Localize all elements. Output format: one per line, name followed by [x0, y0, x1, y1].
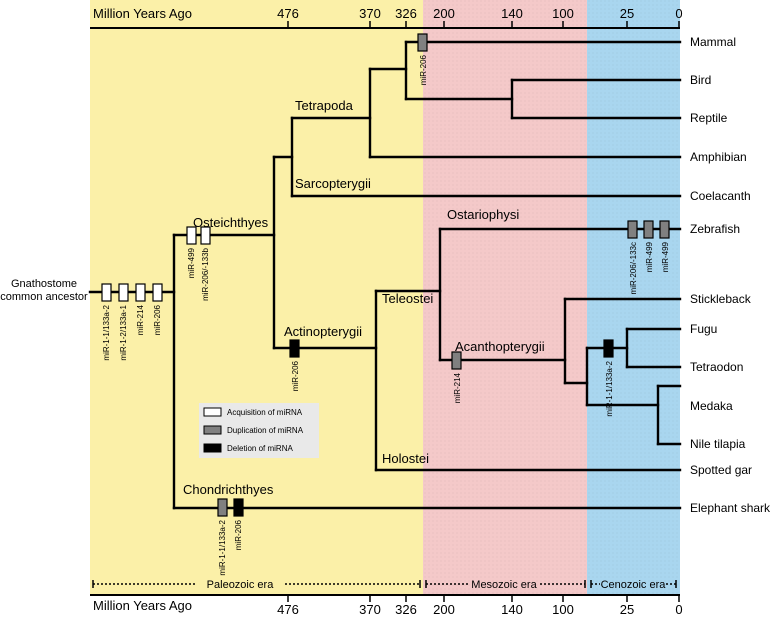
top-tick-label: 326 [395, 6, 417, 21]
taxon-label: Mammal [690, 35, 736, 49]
legend-swatch-duplication [203, 425, 222, 435]
legend: Acquisition of miRNA Duplication of miRN… [199, 403, 319, 458]
top-tick-label: 476 [277, 6, 299, 21]
taxon-label: Bird [690, 73, 711, 87]
top-axis-label: Million Years Ago [93, 6, 192, 21]
taxon-label: Stickleback [690, 292, 752, 306]
mirna-label: miR-206 [234, 519, 243, 550]
clade-label-ostariophysi: Ostariophysi [447, 207, 519, 222]
bottom-axis-label: Million Years Ago [93, 598, 192, 613]
root-label: common ancestor [0, 291, 88, 303]
top-tick-label: 100 [552, 6, 574, 21]
bottom-tick-label: 326 [395, 602, 417, 616]
mirna-label: miR-1-1/133a-2 [102, 304, 111, 360]
mirna-label: miR-214 [136, 304, 145, 335]
legend-label-deletion: Deletion of miRNA [227, 444, 293, 453]
acquisition-marker [101, 283, 112, 302]
mirna-label: miR-206/-133b [201, 247, 210, 300]
mirna-label: miR-206/-133c [629, 242, 638, 294]
taxon-label: Medaka [690, 399, 733, 413]
taxon-label: Elephant shark [690, 501, 771, 515]
duplication-marker [451, 351, 462, 370]
mirna-markers [101, 33, 670, 517]
top-tick-label: 370 [359, 6, 381, 21]
top-tick-label: 0 [675, 6, 682, 21]
mirna-label: miR-206 [419, 54, 428, 85]
deletion-marker [233, 498, 244, 517]
top-tick-label: 25 [620, 6, 634, 21]
deletion-marker [603, 339, 614, 358]
mirna-label: miR-1-1/133a-2 [605, 360, 614, 416]
duplication-marker [659, 220, 670, 239]
mirna-label: miR-499 [645, 241, 654, 272]
clade-label-actinopterygii: Actinopterygii [284, 324, 362, 339]
legend-swatch-acquisition [203, 407, 222, 417]
legend-label-acquisition: Acquisition of miRNA [227, 408, 303, 417]
clade-label-osteichthyes: Osteichthyes [193, 215, 269, 230]
mirna-label: miR-499 [187, 247, 196, 278]
root-label: Gnathostome [11, 278, 77, 290]
clade-label-sarcopterygii: Sarcopterygii [295, 176, 371, 191]
taxon-label: Coelacanth [690, 189, 751, 203]
duplication-marker [627, 220, 638, 239]
bottom-tick-label: 100 [552, 602, 574, 616]
acquisition-marker [200, 226, 211, 245]
phylogenetic-tree [88, 40, 682, 510]
taxon-label: Nile tilapia [690, 437, 746, 451]
taxon-label: Zebrafish [690, 222, 740, 236]
bottom-tick-label: 476 [277, 602, 299, 616]
top-axis: Million Years Ago 476 370 326 200 140 10… [90, 6, 683, 29]
taxon-label: Spotted gar [690, 463, 752, 477]
clade-label-holostei: Holostei [382, 451, 429, 466]
legend-label-duplication: Duplication of miRNA [227, 426, 304, 435]
era-label-cenozoic: Cenozoic era [601, 579, 667, 591]
acquisition-marker [135, 283, 146, 302]
taxon-label: Tetraodon [690, 360, 743, 374]
clade-label-acanthopterygii: Acanthopterygii [455, 339, 545, 354]
clade-label-tetrapoda: Tetrapoda [295, 98, 354, 113]
top-tick-label: 200 [433, 6, 455, 21]
deletion-marker [289, 339, 300, 358]
bottom-tick-label: 370 [359, 602, 381, 616]
acquisition-marker [118, 283, 129, 302]
duplication-marker [417, 33, 428, 52]
clade-label-chondrichthyes: Chondrichthyes [183, 482, 274, 497]
bottom-axis: Million Years Ago 476 370 326 200 140 10… [90, 594, 683, 617]
taxon-label: Amphibian [690, 150, 747, 164]
era-label-paleozoic: Paleozoic era [207, 579, 275, 591]
top-tick-label: 140 [501, 6, 523, 21]
mirna-label: miR-1-1/133a-2 [218, 519, 227, 575]
bottom-tick-label: 25 [620, 602, 634, 616]
era-bracket: Paleozoic era Mesozoic era Cenozoic era [92, 579, 677, 591]
era-label-mesozoic: Mesozoic era [471, 579, 537, 591]
mirna-label: miR-206 [153, 304, 162, 335]
clade-label-teleostei: Teleostei [382, 291, 433, 306]
mirna-label: miR-206 [291, 360, 300, 391]
legend-swatch-deletion [203, 443, 222, 453]
taxon-label: Fugu [690, 322, 717, 336]
mirna-label: miR-499 [661, 241, 670, 272]
bottom-tick-label: 0 [675, 602, 682, 616]
mirna-label: miR-214 [453, 372, 462, 403]
acquisition-marker [186, 226, 197, 245]
taxon-label: Reptile [690, 111, 728, 125]
bottom-tick-label: 200 [433, 602, 455, 616]
bottom-tick-label: 140 [501, 602, 523, 616]
duplication-marker [643, 220, 654, 239]
duplication-marker [217, 498, 228, 517]
acquisition-marker [152, 283, 163, 302]
mirna-label: miR-1-2/133a-1 [119, 304, 128, 360]
